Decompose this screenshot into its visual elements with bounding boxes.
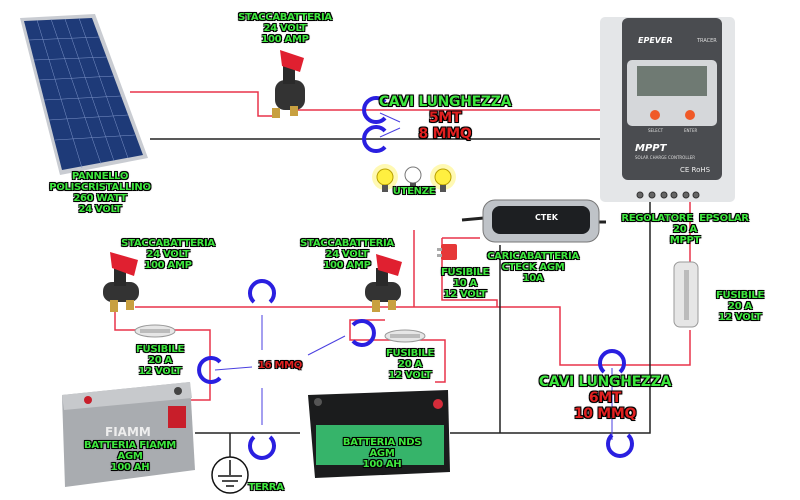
battery-switch-mid[interactable] [365, 254, 402, 312]
battery-switch-top[interactable] [272, 50, 305, 118]
cable-loop-icons [197, 96, 634, 460]
battery-switch-left[interactable] [103, 252, 139, 312]
ground-icon [211, 456, 249, 494]
battery-fiamm [62, 382, 195, 487]
solar-panel [20, 14, 148, 175]
epever-brand: EPEVER [638, 36, 673, 45]
negative-wires [150, 138, 651, 462]
select-label: SELECT [648, 128, 664, 133]
controller-model: TRACER [697, 38, 717, 44]
cable-pointers [214, 112, 613, 440]
ground-label: TERRA [248, 482, 284, 493]
enter-button [685, 110, 695, 120]
fiamm-brand: FIAMM [105, 425, 151, 439]
fuse-left [134, 324, 176, 338]
battery-cable-label: 16 MMQ [257, 360, 303, 371]
fuse-mid [384, 329, 426, 343]
fuse-controller [673, 261, 699, 328]
mppt-title: MPPT [635, 143, 667, 154]
charge-controller [600, 17, 735, 202]
battery-nds [308, 390, 450, 478]
ce-rohs-mark: CE RoHS [680, 166, 711, 174]
fuse-charger [437, 244, 457, 260]
light-bulb-icon [372, 164, 456, 192]
enter-label: ENTER [684, 128, 698, 133]
loads-label: UTENZE [392, 186, 436, 197]
battery-charger [461, 199, 606, 243]
ctek-brand: CTEK [535, 213, 558, 222]
select-button [650, 110, 660, 120]
positive-wires [114, 91, 691, 401]
controller-subtitle: SOLAR CHARGE CONTROLLER [635, 155, 696, 160]
